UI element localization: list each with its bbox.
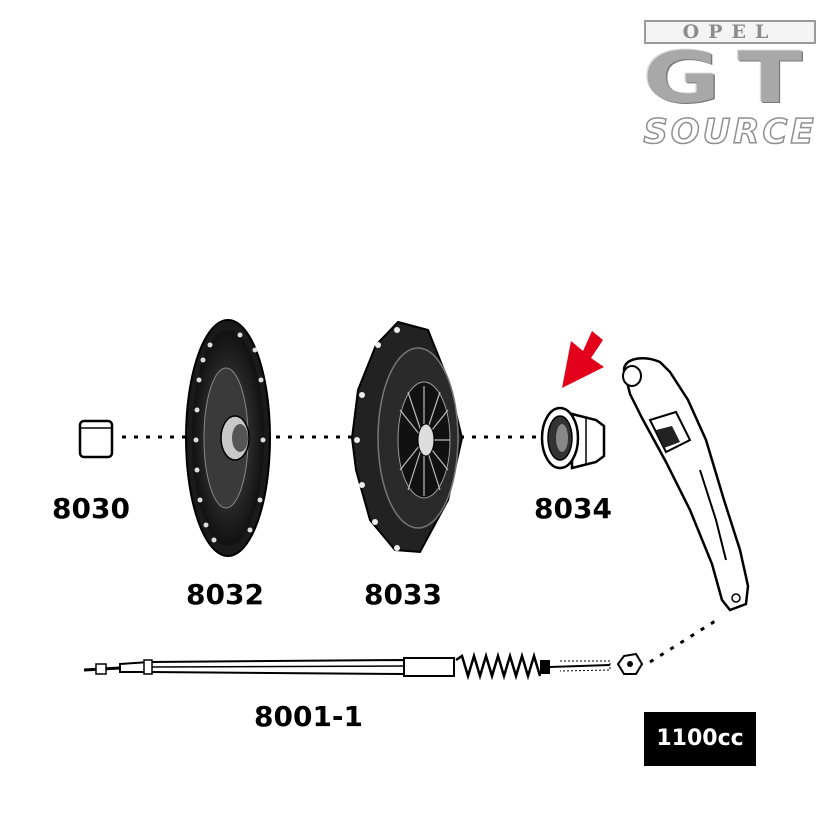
part-label-8034: 8034 bbox=[534, 492, 612, 525]
part-label-8030: 8030 bbox=[52, 492, 130, 525]
release-fork-part bbox=[622, 357, 750, 612]
logo-opel-text: OPEL bbox=[644, 20, 816, 44]
clutch-disc-part bbox=[185, 319, 271, 557]
engine-size-badge: 1100cc bbox=[644, 712, 756, 766]
opel-gt-source-logo: OPEL GT SOURCE bbox=[632, 18, 828, 158]
logo-source-text: SOURCE bbox=[643, 111, 817, 153]
logo-gt-text: GT bbox=[642, 37, 822, 119]
clutch-cable-part bbox=[83, 651, 644, 681]
release-bearing-part bbox=[540, 406, 606, 470]
highlight-arrow bbox=[562, 331, 604, 388]
part-label-8032: 8032 bbox=[186, 578, 264, 611]
part-label-8001-1: 8001-1 bbox=[254, 700, 364, 733]
cable-nut bbox=[616, 652, 644, 675]
pressure-plate-part bbox=[350, 320, 464, 554]
part-label-8033: 8033 bbox=[364, 578, 442, 611]
pilot-bushing-part bbox=[78, 419, 114, 459]
connection-dotted-lines bbox=[122, 435, 721, 664]
